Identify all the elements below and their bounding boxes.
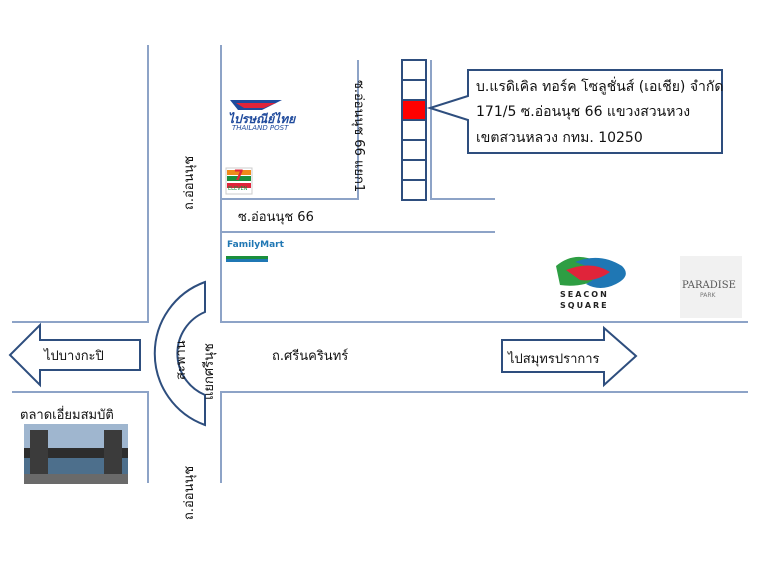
market-photo bbox=[24, 424, 128, 484]
seacon-square-logo bbox=[556, 256, 626, 288]
thailand-post-logo bbox=[230, 100, 282, 110]
arrow-west-icon bbox=[8, 322, 141, 388]
road-horizontal-bottom-right bbox=[220, 391, 748, 393]
paradise-park-logo-bg bbox=[680, 256, 742, 318]
soi-66-yaek-edge-left bbox=[357, 60, 359, 200]
road-left-vertical-upper bbox=[147, 45, 149, 323]
familymart-brand: FamilyMart bbox=[227, 240, 284, 250]
paradise-line2: PARK bbox=[700, 292, 716, 299]
bridge-label: สะพาน bbox=[174, 340, 189, 380]
seven-eleven-sub: ELEVEN bbox=[228, 186, 248, 192]
thailand-post-name-en: THAILAND POST bbox=[232, 124, 289, 132]
company-location-marker bbox=[401, 99, 427, 121]
road-left-vertical-lower bbox=[147, 391, 149, 483]
bridge-curve-icon bbox=[153, 280, 206, 427]
road-label-on-nut-bottom: ถ.อ่อนนุช bbox=[182, 465, 197, 520]
seacon-line1: SEACON bbox=[560, 290, 609, 299]
junction-label: แยกศรีนุช bbox=[202, 343, 217, 400]
building-column bbox=[401, 59, 427, 201]
road-label-srinakarin: ถ.ศรีนครินทร์ bbox=[272, 349, 349, 364]
thailand-post-name-th: ไปรษณีย์ไทย bbox=[228, 112, 296, 126]
soi-66-lower-edge bbox=[220, 231, 495, 233]
callout-box bbox=[426, 69, 723, 154]
familymart-logo-stripes bbox=[226, 256, 268, 262]
seven-eleven-logo bbox=[225, 167, 253, 195]
direction-east-label: ไปสมุทรปราการ bbox=[508, 352, 600, 367]
company-name: บ.แรดิเคิล ทอร์ค โซลูชั่นส์ (เอเชีย) จำก… bbox=[476, 79, 724, 95]
company-address-line1: 171/5 ซ.อ่อนนุช 66 แขวงสวนหวง bbox=[476, 104, 691, 120]
soi-66-east-edge bbox=[430, 198, 495, 200]
arrow-east-icon bbox=[501, 325, 638, 388]
company-address-line2: เขตสวนหลวง กทม. 10250 bbox=[476, 130, 643, 146]
soi-66-upper-edge bbox=[220, 198, 358, 200]
road-right-vertical-lower bbox=[220, 391, 222, 483]
road-label-on-nut-top: ถ.อ่อนนุช bbox=[182, 155, 197, 210]
road-label-soi-66-yaek-1: ซ.อ่อนนุช 66 แยก1 bbox=[351, 80, 366, 193]
seacon-line2: SQUARE bbox=[560, 301, 609, 310]
direction-west-label: ไปบางกะปิ bbox=[44, 349, 104, 364]
seven-eleven-brand: 7 bbox=[234, 168, 244, 184]
soi-66-yaek-edge-right bbox=[430, 60, 432, 200]
road-right-vertical-upper bbox=[220, 45, 222, 323]
road-label-soi-on-nut-66: ซ.อ่อนนุช 66 bbox=[238, 210, 314, 225]
market-label: ตลาดเอี่ยมสมบัติ bbox=[20, 408, 114, 423]
paradise-line1: PARADISE bbox=[682, 280, 736, 291]
road-horizontal-bottom bbox=[12, 391, 148, 393]
road-horizontal-top-right bbox=[220, 321, 748, 323]
road-horizontal-top bbox=[12, 321, 148, 323]
